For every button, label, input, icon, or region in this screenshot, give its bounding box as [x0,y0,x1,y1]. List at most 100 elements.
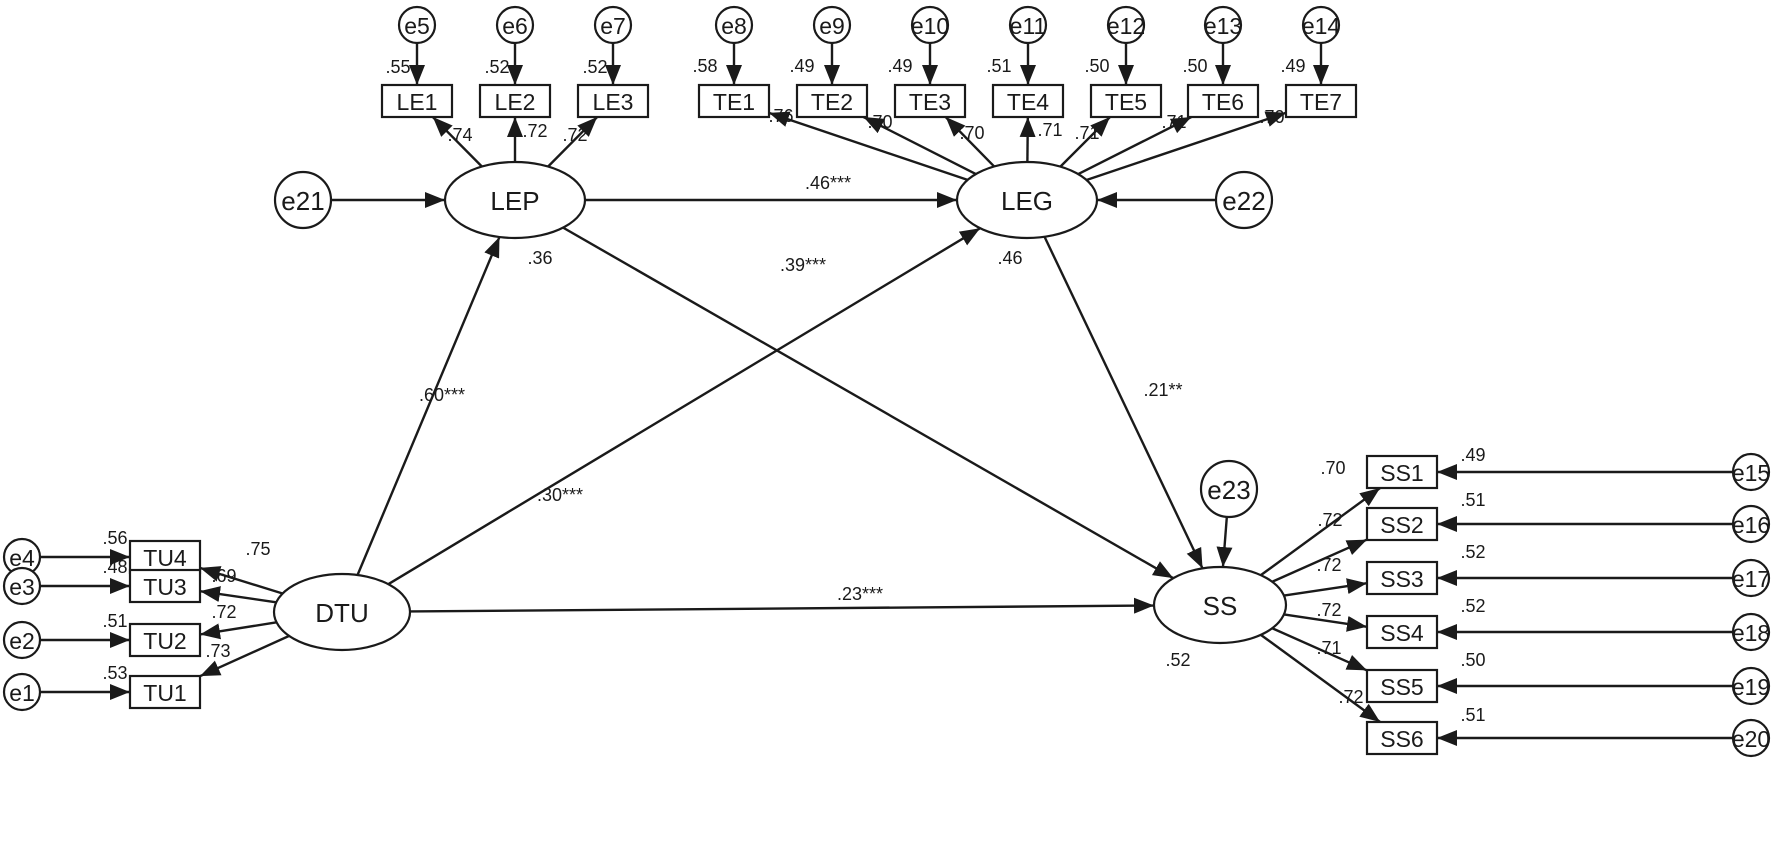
indicator-box-le1 [380,83,454,119]
loading-path-te6 [1077,115,1192,176]
error-circle-e1 [2,672,42,712]
r2-te1: .58 [692,56,717,76]
path-dtu-to-ss [409,597,1155,614]
indicator-box-te4 [991,83,1065,119]
indicator-label-te5: TE5 [1105,89,1147,115]
indicator-label-ss4: SS4 [1380,620,1424,646]
disturbance-label-e22: e22 [1222,186,1265,216]
loading-te3: .70 [959,123,984,143]
error-circle-e13 [1203,5,1243,45]
loading-path-ss5 [1271,627,1368,672]
indicator-label-te1: TE1 [713,89,755,115]
indicator-box-ss5 [1365,668,1439,704]
error-label-e4: e4 [9,545,35,571]
coef-dtu-to-ss: .23*** [837,584,883,604]
error-label-e11: e11 [1010,13,1047,39]
loading-path-tu3 [199,586,277,604]
error-label-e8: e8 [721,13,747,39]
r2-le3: .52 [582,57,607,77]
indicator-label-tu4: TU4 [143,545,187,571]
error-label-e16: e16 [1732,512,1770,538]
coef-dtu-to-lep: .60*** [419,385,465,405]
error-label-e6: e6 [502,13,528,39]
r2-ss3: .52 [1460,542,1485,562]
loading-tu3: .69 [211,566,236,586]
loading-path-te2 [862,115,977,176]
loading-te1: .76 [768,106,793,126]
r2-te7: .49 [1280,56,1305,76]
indicator-label-te6: TE6 [1202,89,1244,115]
error-label-e12: e12 [1107,13,1145,39]
coef-lep-to-ss: .39*** [780,255,826,275]
label-layer: .46***.39***.60***.30***.21**.23***TU4e4… [9,13,1770,752]
r2-te2: .49 [789,56,814,76]
loading-path-ss4 [1283,613,1368,632]
loading-te6: .71 [1161,112,1186,132]
error-circle-e16 [1731,504,1771,544]
error-label-e10: e10 [911,13,949,39]
indicator-label-ss2: SS2 [1380,512,1423,538]
indicator-box-te5 [1089,83,1163,119]
indicator-label-le3: LE3 [593,89,634,115]
indicator-box-ss6 [1365,720,1439,756]
r2-tu3: .48 [102,557,127,577]
loading-path-le1 [431,116,483,168]
indicator-box-le2 [478,83,552,119]
indicator-box-tu3 [128,568,202,604]
disturbance-label-e21: e21 [281,186,324,216]
disturbance-circle-e23 [1199,459,1259,519]
loading-path-te1 [768,111,968,182]
indicator-label-te7: TE7 [1300,89,1342,115]
loading-path-tu4 [199,566,283,595]
path-dtu-to-lep [356,236,501,576]
error-circle-e14 [1301,5,1341,45]
path-leg-to-ss [1043,236,1204,569]
loading-te7: .70 [1259,107,1284,127]
error-circle-e7 [593,5,633,45]
indicator-label-ss3: SS3 [1380,566,1423,592]
latent-ellipse-dtu [272,572,412,652]
error-circle-e9 [812,5,852,45]
indicator-label-tu2: TU2 [143,628,186,654]
latent-ellipse-lep [443,160,587,240]
indicator-box-te3 [893,83,967,119]
loading-ss2: .72 [1317,510,1342,530]
error-circle-e8 [714,5,754,45]
r2-latent-lep: .36 [527,248,552,268]
loading-ss6: .72 [1338,687,1363,707]
loading-path-tu2 [199,621,277,640]
latent-ellipse-ss [1152,565,1288,645]
loading-le2: .72 [522,121,547,141]
node-layer [2,5,1771,758]
error-circle-e17 [1731,558,1771,598]
indicator-box-tu4 [128,539,202,575]
error-circle-e19 [1731,666,1771,706]
loading-path-tu1 [199,634,290,678]
loading-path-le3 [547,116,599,168]
indicator-label-le1: LE1 [397,89,438,115]
indicator-box-ss1 [1365,454,1439,490]
error-label-e7: e7 [600,13,626,39]
loading-path-ss2 [1271,538,1368,583]
latent-label-ss: SS [1203,591,1238,621]
r2-ss2: .51 [1460,490,1485,510]
error-circle-e3 [2,566,42,606]
error-circle-e11 [1008,5,1048,45]
loading-ss5: .71 [1316,638,1341,658]
r2-te3: .49 [887,56,912,76]
error-circle-e10 [910,5,950,45]
loading-path-te3 [944,116,995,168]
indicator-label-ss1: SS1 [1380,460,1423,486]
error-circle-e5 [397,5,437,45]
r2-le2: .52 [484,57,509,77]
indicator-box-le3 [576,83,650,119]
error-label-e1: e1 [9,680,35,706]
error-label-e15: e15 [1732,460,1770,486]
indicator-label-le2: LE2 [495,89,536,115]
r2-latent-ss: .52 [1165,650,1190,670]
loading-te4: .71 [1037,120,1062,140]
error-label-e17: e17 [1732,566,1770,592]
r2-tu1: .53 [102,663,127,683]
indicator-box-te2 [795,83,869,119]
